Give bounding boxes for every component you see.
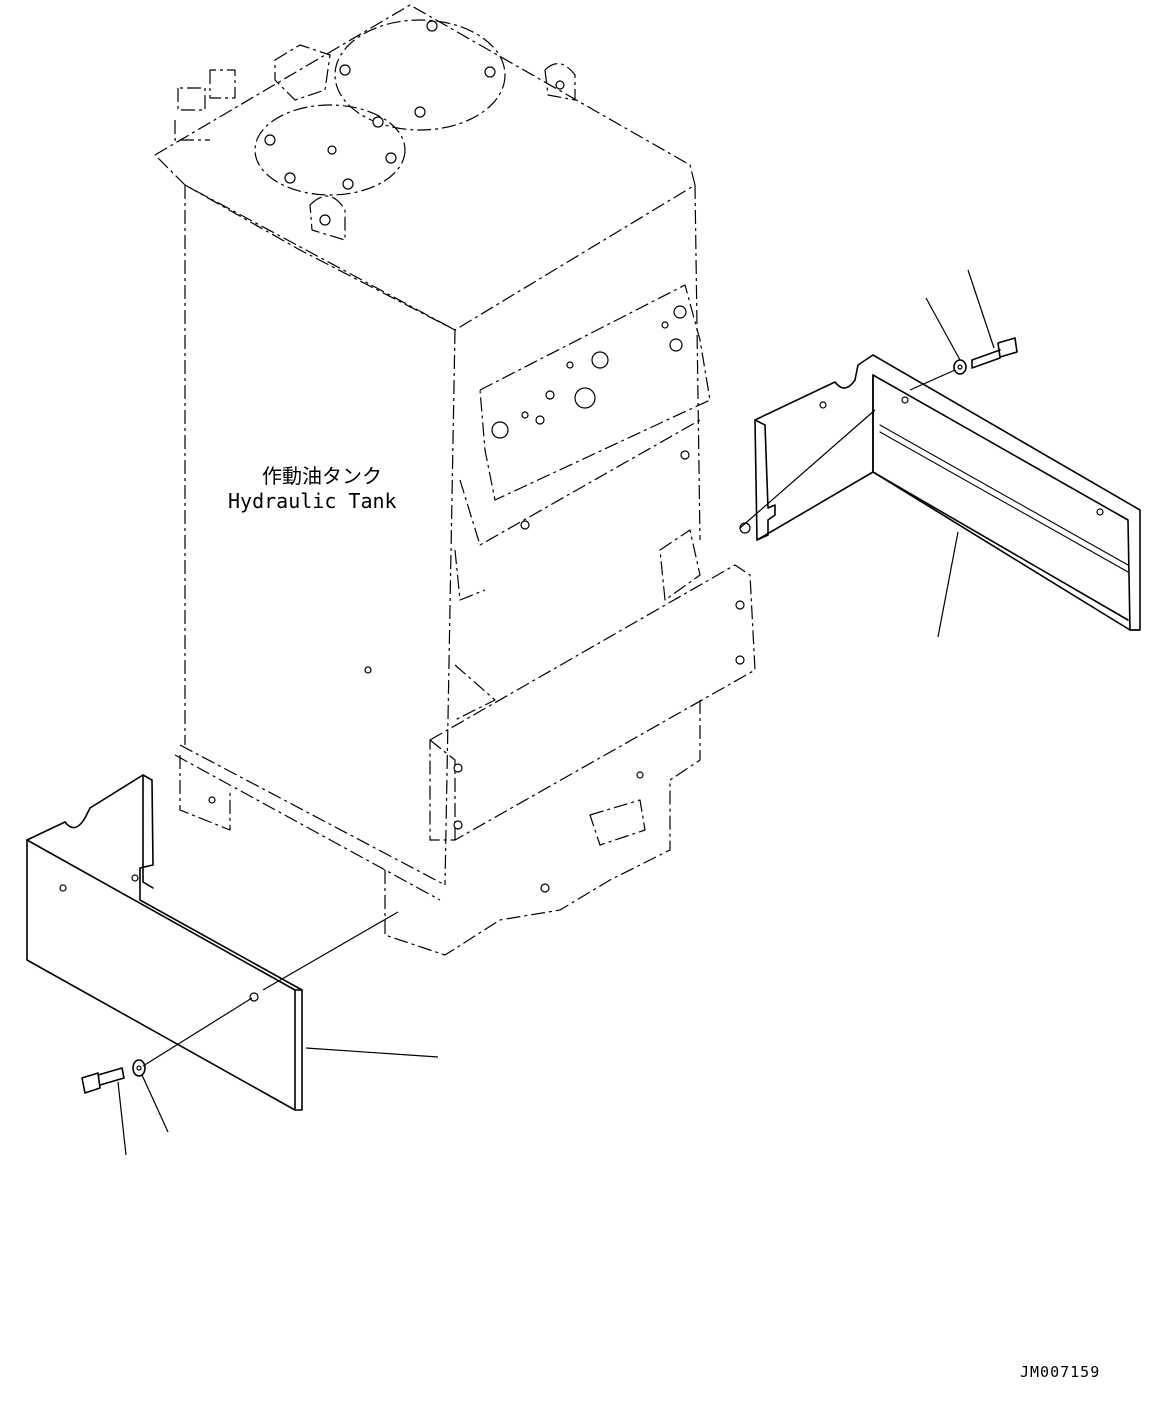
drawing-code: JM007159 bbox=[1020, 1363, 1100, 1381]
tank-cover-bolts bbox=[208, 20, 745, 893]
right-bolt bbox=[971, 337, 1018, 369]
left-cover bbox=[26, 774, 303, 1111]
right-cover bbox=[739, 354, 1141, 631]
left-bolt bbox=[81, 1067, 125, 1094]
port-plate-holes bbox=[491, 305, 690, 530]
right-washer bbox=[953, 359, 967, 375]
left-washer bbox=[132, 1059, 146, 1077]
hydraulic-tank bbox=[154, 4, 756, 956]
tank-label-en: Hydraulic Tank bbox=[228, 489, 397, 513]
assembly-lines bbox=[142, 369, 956, 1067]
leader-lines bbox=[117, 269, 995, 1156]
tank-label-jp: 作動油タンク bbox=[262, 464, 382, 488]
